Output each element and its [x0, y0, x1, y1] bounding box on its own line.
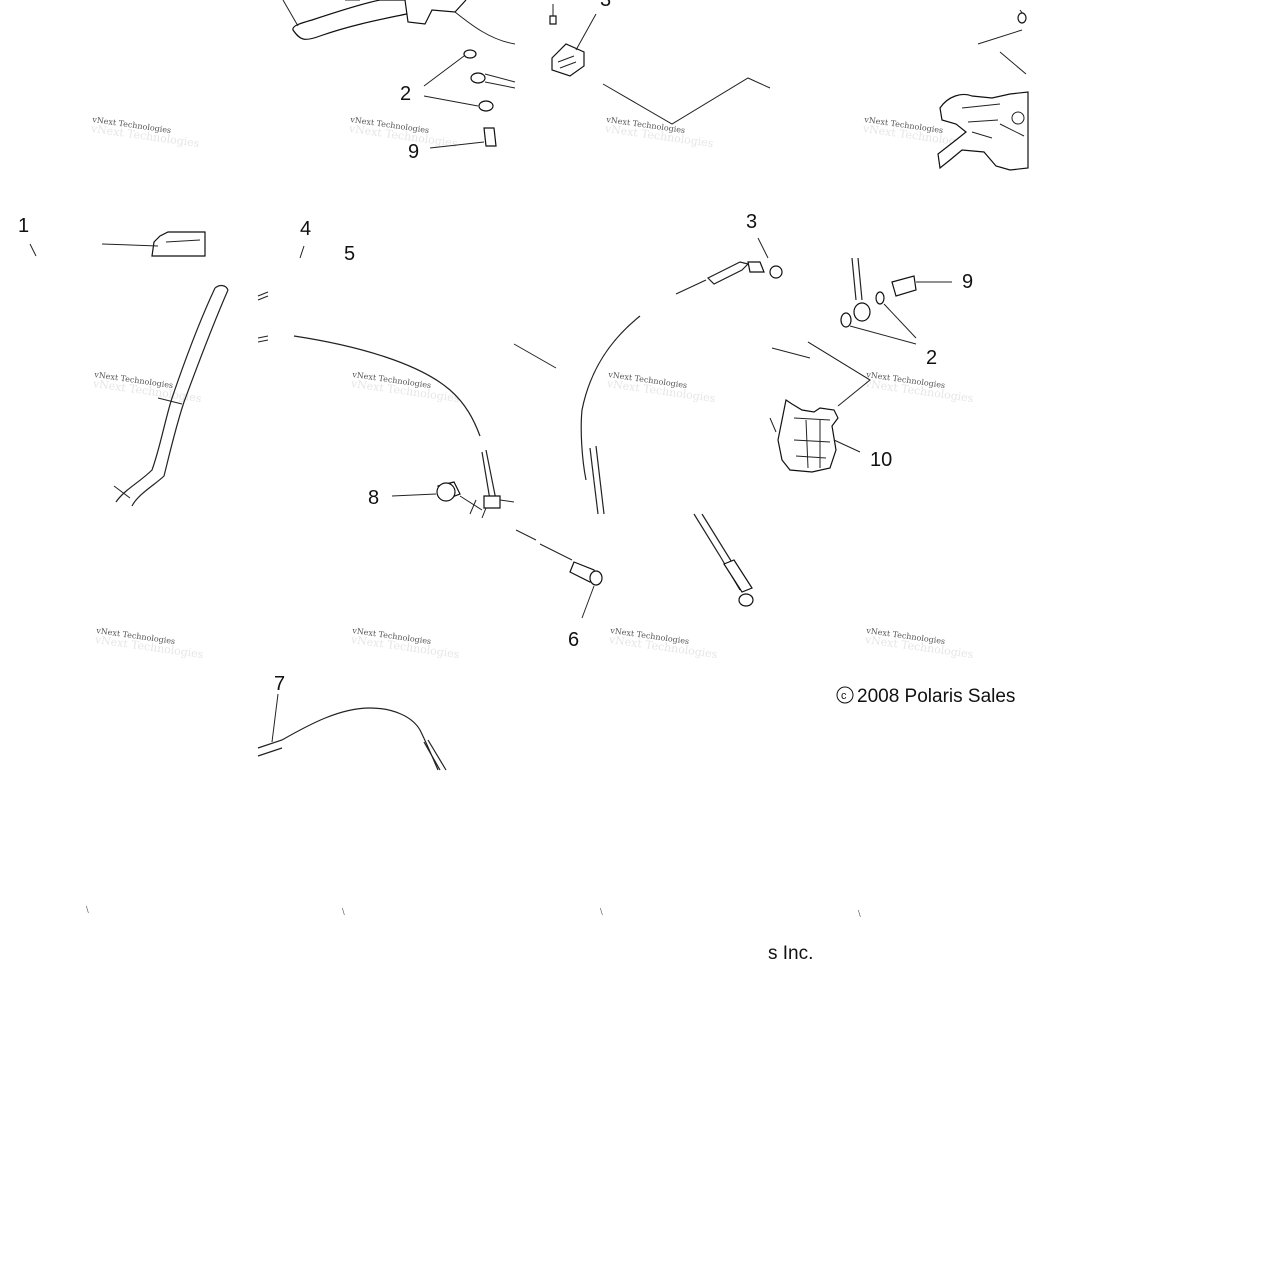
brake-hose-3	[580, 237, 783, 607]
hose-fragment-left	[257, 245, 305, 343]
sheet-margin	[1029, 0, 1285, 1285]
callout-9-right: 9	[962, 271, 973, 293]
callout-2-right: 2	[926, 347, 937, 369]
brake-hose-1	[113, 284, 229, 507]
guide-lines-top	[602, 29, 1027, 125]
callout-1: 1	[18, 215, 29, 237]
copyright-symbol: c	[841, 690, 847, 702]
master-cylinder	[29, 231, 206, 257]
brake-lever-assembly	[282, 0, 516, 45]
svg-text:\: \	[858, 909, 861, 918]
brake-caliper	[769, 399, 861, 473]
lower-banjo-fitting	[771, 257, 952, 407]
upper-banjo-fitting	[423, 49, 516, 149]
svg-text:\: \	[86, 905, 89, 914]
callout-3: 3	[746, 211, 757, 233]
callout-2-top: 2	[400, 83, 411, 105]
svg-text:\: \	[342, 907, 345, 916]
callouts: 1 2 2 3 4 5 6 7 8 9 9 10	[18, 83, 973, 695]
callout-9-top: 9	[408, 141, 419, 163]
callout-8: 8	[368, 487, 379, 509]
bolt-6	[515, 529, 603, 619]
main-brake-hose	[293, 335, 557, 519]
hose-clamp: 3	[551, 0, 611, 77]
callout-4: 4	[300, 218, 311, 240]
steering-knuckle	[937, 9, 1029, 171]
callout-3-top: 3	[600, 0, 611, 11]
svg-text:\: \	[600, 907, 603, 916]
brake-hose-7	[257, 693, 447, 771]
bushing-8	[391, 481, 483, 511]
callout-10: 10	[870, 449, 892, 471]
callout-6: 6	[568, 629, 579, 651]
banjo-bolt-small	[549, 4, 557, 25]
copyright-tail: s Inc.	[768, 943, 813, 964]
copyright-text: 2008 Polaris Sales	[857, 686, 1015, 707]
copyright-notice: c 2008 Polaris Sales s Inc.	[768, 686, 1015, 964]
callout-7: 7	[274, 673, 285, 695]
callout-5: 5	[344, 243, 355, 265]
